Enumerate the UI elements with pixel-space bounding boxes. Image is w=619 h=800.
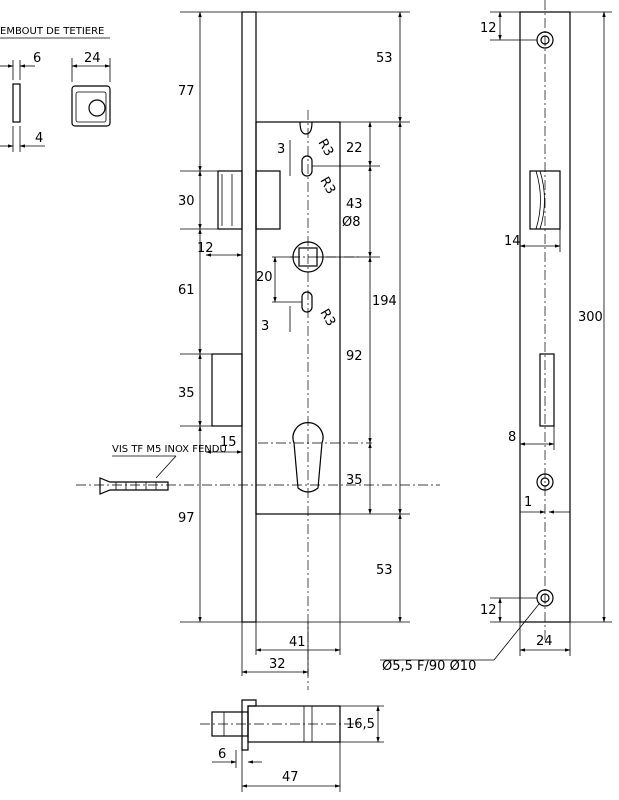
faceplate bbox=[241, 11, 257, 623]
lock-front-view: 77 30 61 35 97 12 15 53 194 53 22 43 Ø8 … bbox=[76, 11, 440, 690]
dim-77: 77 bbox=[178, 84, 195, 99]
hole-spec: Ø5,5 F/90 Ø10 bbox=[382, 659, 476, 674]
dim-square-8: Ø8 bbox=[342, 215, 361, 230]
dim-plate-12-bottom: 12 bbox=[480, 603, 497, 618]
dim-3-lower: 3 bbox=[261, 319, 269, 334]
radius-top: R3 bbox=[315, 137, 337, 159]
dim-53-top: 53 bbox=[376, 51, 393, 66]
dim-plate-14: 14 bbox=[504, 234, 521, 249]
embout-title: EMBOUT DE TETIERE bbox=[0, 26, 104, 37]
dim-6-bottom: 6 bbox=[218, 747, 226, 762]
dim-12-latch: 12 bbox=[197, 241, 214, 256]
dim-35-right: 35 bbox=[346, 473, 363, 488]
euro-cylinder-cutout bbox=[292, 422, 324, 493]
embout-side-profile bbox=[12, 83, 21, 123]
dim-plate-300: 300 bbox=[578, 310, 603, 325]
dim-plate-8: 8 bbox=[508, 430, 516, 445]
dim-embout-6: 6 bbox=[33, 51, 41, 66]
dim-35-left: 35 bbox=[178, 386, 195, 401]
dim-plate-1: 1 bbox=[524, 495, 532, 510]
dim-15: 15 bbox=[220, 435, 237, 450]
dim-embout-4: 4 bbox=[35, 131, 43, 146]
dim-61: 61 bbox=[178, 283, 195, 298]
dim-97: 97 bbox=[178, 511, 195, 526]
latch-opening bbox=[529, 170, 561, 230]
faceplate-end-detail: EMBOUT DE TETIERE 6 4 24 bbox=[0, 26, 111, 152]
bolt-opening bbox=[539, 353, 555, 427]
faceplate-front-view: 12 14 300 8 1 12 24 Ø5,5 F/90 Ø10 bbox=[380, 0, 612, 674]
radius-lower-slot: R3 bbox=[317, 307, 339, 329]
lower-slot bbox=[301, 291, 313, 313]
fixing-hole-middle bbox=[536, 473, 554, 491]
dim-plate-12-top: 12 bbox=[480, 21, 497, 36]
screw-label: VIS TF M5 INOX FENDU bbox=[112, 444, 227, 455]
latch-bolt bbox=[217, 170, 243, 230]
dim-plate-24: 24 bbox=[536, 634, 553, 649]
dim-43: 43 bbox=[346, 197, 363, 212]
dim-194: 194 bbox=[372, 294, 397, 309]
lock-case bbox=[255, 121, 341, 515]
lock-bottom-view: 16,5 6 47 bbox=[200, 699, 384, 792]
dim-20: 20 bbox=[256, 270, 273, 285]
bottom-bolt bbox=[211, 711, 249, 737]
dim-embout-24: 24 bbox=[84, 51, 101, 66]
screw bbox=[99, 477, 169, 495]
dim-41: 41 bbox=[289, 635, 306, 650]
dim-30: 30 bbox=[178, 194, 195, 209]
radius-upper-slot: R3 bbox=[317, 175, 339, 197]
dim-92: 92 bbox=[346, 349, 363, 364]
dim-3-upper: 3 bbox=[277, 142, 285, 157]
embout-front-view bbox=[71, 85, 111, 127]
dim-47: 47 bbox=[282, 770, 299, 785]
dead-bolt bbox=[211, 353, 243, 427]
dim-53-bottom: 53 bbox=[376, 563, 393, 578]
dim-16-5: 16,5 bbox=[346, 717, 375, 732]
dim-32: 32 bbox=[269, 657, 286, 672]
upper-slot bbox=[301, 155, 313, 177]
dim-22: 22 bbox=[346, 141, 363, 156]
screw-detail: VIS TF M5 INOX FENDU bbox=[99, 444, 227, 495]
